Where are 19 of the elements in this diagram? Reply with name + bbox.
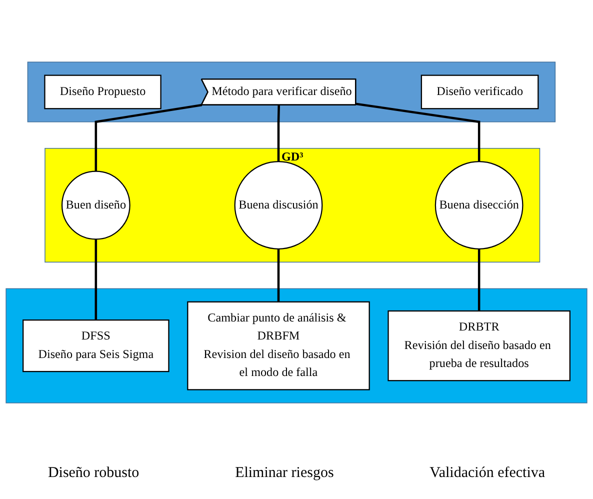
- node-box: Cambiar punto de análisis & DRBFM Revision del diseño basado en el modo de falla: [187, 301, 370, 390]
- connector: [94, 239, 98, 320]
- cluster: [27, 62, 556, 122]
- node-circle: Buena disección: [434, 161, 524, 250]
- node-circle: Buena discusión: [234, 161, 323, 250]
- caption-text: Eliminar riesgos: [235, 465, 334, 482]
- connector: [277, 248, 280, 302]
- caption-text: Validación efectiva: [430, 465, 546, 482]
- caption-text: Diseño robusto: [48, 465, 140, 482]
- node-box: DFSS Diseño para Seis Sigma: [22, 319, 170, 372]
- connector: [277, 105, 280, 162]
- node-circle: Buen diseño: [61, 170, 130, 240]
- cluster: [6, 288, 588, 404]
- connector: [94, 104, 202, 172]
- node-box: Diseño Propuesto: [44, 74, 162, 110]
- node-box: DRBTR Revisión del diseño basado en prueba de resultados: [388, 310, 570, 382]
- connector: [478, 248, 480, 311]
- connector: [356, 102, 480, 162]
- node-box: Diseño verificado: [420, 74, 539, 110]
